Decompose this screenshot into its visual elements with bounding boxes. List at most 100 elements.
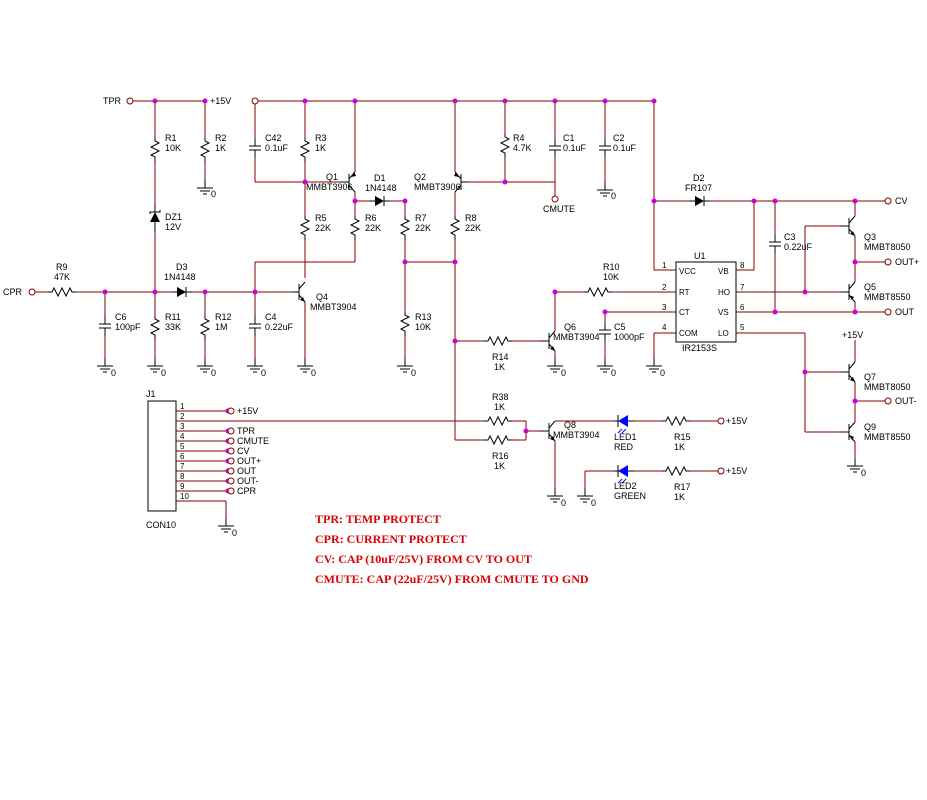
- r15-ref: R15: [674, 432, 691, 442]
- capacitor-c3: [768, 233, 782, 255]
- u1-pin-num-2: 2: [662, 283, 667, 292]
- q3-value: MMBT8050: [864, 242, 911, 252]
- u1-pin-vcc: VCC: [679, 267, 696, 276]
- r7-value: 22K: [415, 223, 431, 233]
- r6-ref: R6: [365, 213, 377, 223]
- wires: [35, 100, 885, 518]
- j1-pin-net: OUT+: [237, 456, 261, 466]
- transistor-q1: [341, 171, 356, 193]
- q2-ref: Q2: [414, 172, 426, 182]
- j1-pin-num: 3: [180, 422, 185, 431]
- r38-value: 1K: [494, 402, 505, 412]
- r1-ref: R1: [165, 133, 177, 143]
- capacitor-c42: [248, 137, 262, 159]
- resistor-r2: [200, 137, 210, 163]
- resistor-r6: [350, 215, 360, 241]
- j1-pin-net: CMUTE: [237, 436, 269, 446]
- ground-label: 0: [861, 468, 866, 478]
- ground-label: 0: [311, 368, 316, 378]
- ground-label: 0: [611, 368, 616, 378]
- r4-ref: R4: [513, 133, 525, 143]
- ground-label: 0: [211, 189, 216, 199]
- note-cmute: CMUTE: CAP (22uF/25V) FROM CMUTE TO GND: [315, 572, 589, 586]
- c1-value: 0.1uF: [563, 143, 587, 153]
- j1-pin-net: +15V: [237, 406, 258, 416]
- led2-value: GREEN: [614, 491, 646, 501]
- r17-value: 1K: [674, 492, 685, 502]
- u1-pin-num-5: 5: [740, 323, 745, 332]
- q5-ref: Q5: [864, 282, 876, 292]
- capacitor-c4: [248, 315, 262, 337]
- ic-u1: [675, 261, 737, 343]
- led2-ref: LED2: [614, 481, 637, 491]
- q9-value: MMBT8550: [864, 432, 911, 442]
- capacitor-c5: [598, 321, 612, 343]
- d2-value: FR107: [685, 183, 712, 193]
- j1-pin-num: 8: [180, 472, 185, 481]
- transistor-q5: [840, 281, 856, 303]
- r5-ref: R5: [315, 213, 327, 223]
- capacitor-c2: [598, 137, 612, 159]
- c42-ref: C42: [265, 133, 282, 143]
- zener-dz1: [149, 205, 161, 233]
- resistor-r17: [661, 466, 691, 476]
- ground-label: 0: [660, 368, 665, 378]
- d1-ref: D1: [374, 173, 386, 183]
- d2-ref: D2: [693, 173, 705, 183]
- q8-value: MMBT3904: [553, 430, 600, 440]
- net-ports: TPR +15V CPR CMUTE CV OUT+ OUT OUT- +15V…: [3, 96, 919, 476]
- j1-pin-num: 4: [180, 432, 185, 441]
- c6-value: 100pF: [115, 322, 141, 332]
- u1-pin-num-6: 6: [740, 303, 745, 312]
- resistor-r10: [583, 287, 613, 297]
- q4-ref: Q4: [316, 292, 328, 302]
- net-label-15v-led2: +15V: [726, 466, 747, 476]
- q1-ref: Q1: [326, 172, 338, 182]
- resistor-r15: [661, 416, 691, 426]
- r12-ref: R12: [215, 312, 232, 322]
- ground-label: 0: [261, 368, 266, 378]
- ground-label: 0: [111, 368, 116, 378]
- note-cv: CV: CAP (10uF/25V) FROM CV TO OUT: [315, 552, 532, 566]
- q6-ref: Q6: [564, 322, 576, 332]
- net-label-15v-led1: +15V: [726, 416, 747, 426]
- j1-pin-net: OUT: [237, 466, 257, 476]
- net-label-out-plus: OUT+: [895, 257, 919, 267]
- j1-pin-num: 7: [180, 462, 185, 471]
- resistor-r38: [483, 416, 513, 426]
- r11-ref: R11: [165, 312, 181, 322]
- r9-value: 47K: [54, 272, 70, 282]
- dz1-value: 12V: [165, 222, 181, 232]
- c5-value: 1000pF: [614, 332, 645, 342]
- resistor-r16: [483, 435, 513, 445]
- u1-pin-lo: LO: [718, 329, 729, 338]
- r14-value: 1K: [494, 362, 505, 372]
- ground-label: 0: [591, 498, 596, 508]
- dz1-ref: DZ1: [165, 212, 182, 222]
- note-cpr: CPR: CURRENT PROTECT: [315, 532, 467, 546]
- q2-value: MMBT3906: [414, 182, 461, 192]
- j1-pin-net: CV: [237, 446, 250, 456]
- r13-value: 10K: [415, 322, 431, 332]
- r8-value: 22K: [465, 223, 481, 233]
- net-label-out: OUT: [895, 307, 915, 317]
- r2-ref: R2: [215, 133, 227, 143]
- connector-j1: [147, 400, 177, 512]
- diode-d3: [171, 286, 193, 298]
- j1-pin-net: OUT-: [237, 476, 259, 486]
- net-label-tpr: TPR: [103, 96, 122, 106]
- net-label-15v: +15V: [210, 96, 231, 106]
- u1-pin-num-8: 8: [740, 261, 745, 270]
- resistor-r14: [483, 336, 513, 346]
- led1-value: RED: [614, 442, 634, 452]
- ground-label: 0: [211, 368, 216, 378]
- r16-ref: R16: [492, 451, 509, 461]
- c5-ref: C5: [614, 322, 626, 332]
- net-label-cv: CV: [895, 196, 908, 206]
- j1-pin-numbers: 1 2 3 4 5 6 7 8 9 10: [180, 402, 189, 501]
- r6-value: 22K: [365, 223, 381, 233]
- j1-pin-num: 10: [180, 492, 189, 501]
- r10-value: 10K: [603, 272, 619, 282]
- q4-value: MMBT3904: [310, 302, 357, 312]
